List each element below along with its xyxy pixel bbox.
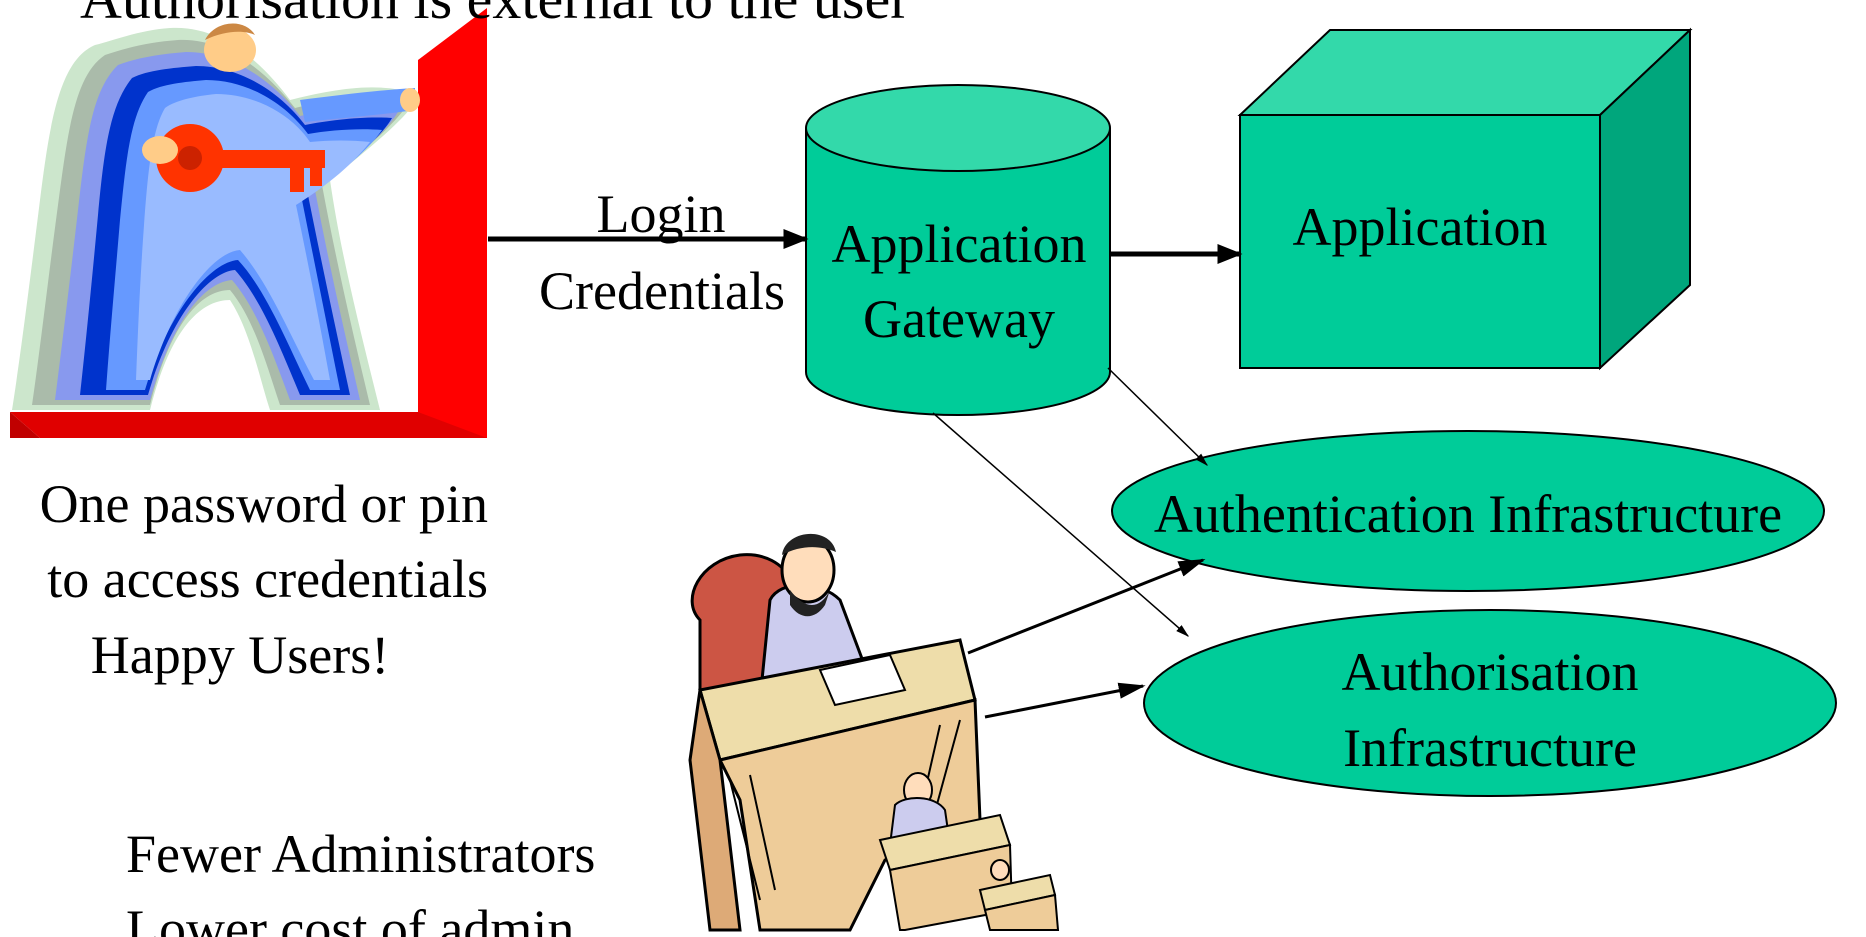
authorisation-label-line1: Authorisation: [1341, 642, 1639, 702]
authentication-infrastructure-node: [1111, 430, 1825, 592]
application-label: Application: [1292, 197, 1548, 257]
administrators-image: [688, 533, 1060, 932]
authentication-label: Authentication Infrastructure: [1153, 484, 1783, 544]
admin-to-authentication-arrow: [967, 558, 1206, 655]
admin-note-line2: Lower cost of admin: [126, 899, 575, 937]
authorisation-label-line2: Infrastructure: [1343, 718, 1637, 778]
heading: Authorisation is external to the user: [80, 0, 910, 28]
user-note-line2: to access credentials: [47, 549, 488, 609]
gateway-label-line2: Gateway: [863, 289, 1055, 349]
authorisation-infrastructure-node: [1143, 609, 1837, 797]
gateway-to-authentication-arrow: [1107, 367, 1208, 466]
admin-note-line1: Fewer Administrators: [126, 824, 596, 884]
gateway-label-line1: Application: [831, 214, 1087, 274]
application-gateway-node: [805, 84, 1111, 416]
user-note-line1: One password or pin: [39, 474, 488, 534]
login-label: Login: [596, 184, 726, 244]
admin-to-authorisation-arrow: [984, 682, 1146, 719]
application-node: [1237, 27, 1693, 371]
gateway-to-authorisation-arrow: [932, 412, 1190, 637]
user-with-key-image: [10, 8, 487, 438]
credentials-label: Credentials: [539, 261, 785, 321]
user-note-line3: Happy Users!: [90, 625, 390, 685]
